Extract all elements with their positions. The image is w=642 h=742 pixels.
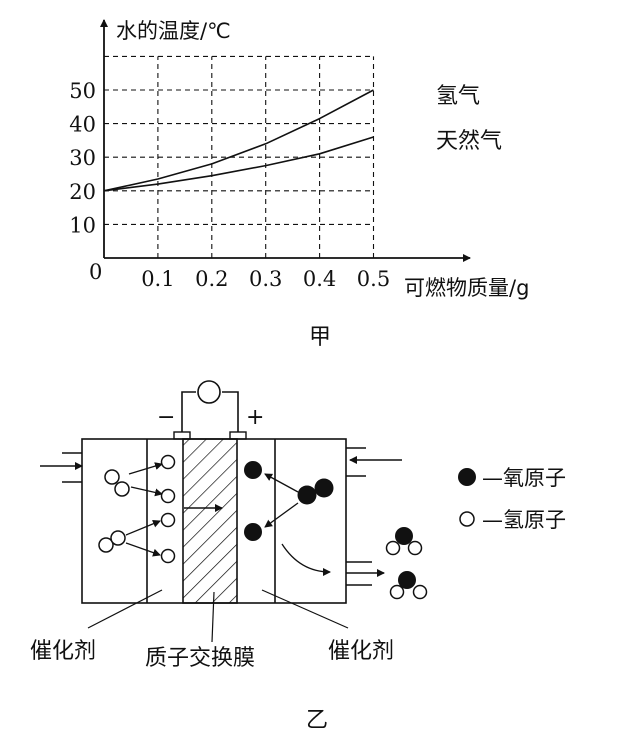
y-tick-label: 40 [69,113,96,137]
load-bulb-icon [197,380,221,404]
x-tick-label: 0.2 [195,267,228,291]
x-tick-label: 0.5 [357,267,390,291]
series-line-0 [103,89,374,192]
chart-grid [104,55,375,258]
flow-arrow [264,473,299,493]
flow-arrow [264,502,299,528]
water-molecule [389,571,428,600]
legend-oxygen-icon [458,468,476,486]
hydrogen-molecule [104,469,130,497]
membrane-label: 质子交换膜 [145,646,255,671]
hydrogen-atom [160,488,176,504]
x-tick-label: 0.4 [303,267,336,291]
y-tick-label: 20 [69,180,96,204]
right-catalyst-label: 催化剂 [328,639,394,664]
y-axis-label: 水的温度/℃ [116,19,231,43]
water-molecule [385,527,423,556]
axis-ticks: 0.1 0.2 0.3 0.4 0.5 10 20 30 40 50 [69,79,390,291]
flow-arrow [125,519,161,536]
left-catalyst-label: 催化剂 [30,639,96,664]
positive-terminal [229,431,247,440]
hydrogen-atom [160,512,176,528]
legend-oxygen-label: —氧原子 [482,466,566,490]
oxygen-molecule [297,478,334,505]
y-tick-label: 30 [69,146,96,170]
negative-terminal [173,431,191,440]
legend: —氧原子 —氢原子 [458,466,566,532]
hydrogen-molecule [98,530,126,553]
figure-label-jia: 甲 [309,325,331,350]
legend-hydrogen-icon [459,511,475,527]
x-tick-label: 0.3 [249,267,282,291]
water-outlet [346,561,385,586]
flow-arrow [125,542,161,557]
hydrogen-atom [160,548,176,564]
proton-exchange-membrane [182,438,238,604]
external-circuit: − + [157,380,264,440]
x-tick-label: 0.1 [141,267,174,291]
positive-sign: + [246,405,264,430]
oxygen-atom [244,523,262,541]
oxygen-inlet [346,447,402,477]
legend-hydrogen-label: —氢原子 [482,508,566,532]
y-tick-label: 10 [69,213,96,237]
oxygen-atom [244,461,262,479]
hydrogen-inlet [40,452,83,483]
series-label-natural-gas: 天然气 [436,129,502,154]
x-axis-label: 可燃物质量/g [404,276,529,300]
y-tick-label: 50 [69,79,96,103]
leader-line [261,589,349,629]
figure-label-yi: 乙 [306,708,328,733]
leader-line [211,591,215,643]
chart-jia: 0.1 0.2 0.3 0.4 0.5 10 20 30 40 50 水的温度/℃ 可燃物质量/g… [69,19,529,350]
flow-arrow [281,543,331,576]
series-line-1 [103,136,374,192]
origin-label: 0 [89,260,102,284]
fuel-cell-diagram: − + [30,380,566,733]
flow-arrow [128,462,163,475]
leader-line [87,589,163,629]
chart-series [103,89,374,192]
flow-arrow [130,486,163,497]
series-label-hydrogen: 氢气 [436,84,480,109]
hydrogen-atom [160,454,176,470]
negative-sign: − [157,405,175,430]
